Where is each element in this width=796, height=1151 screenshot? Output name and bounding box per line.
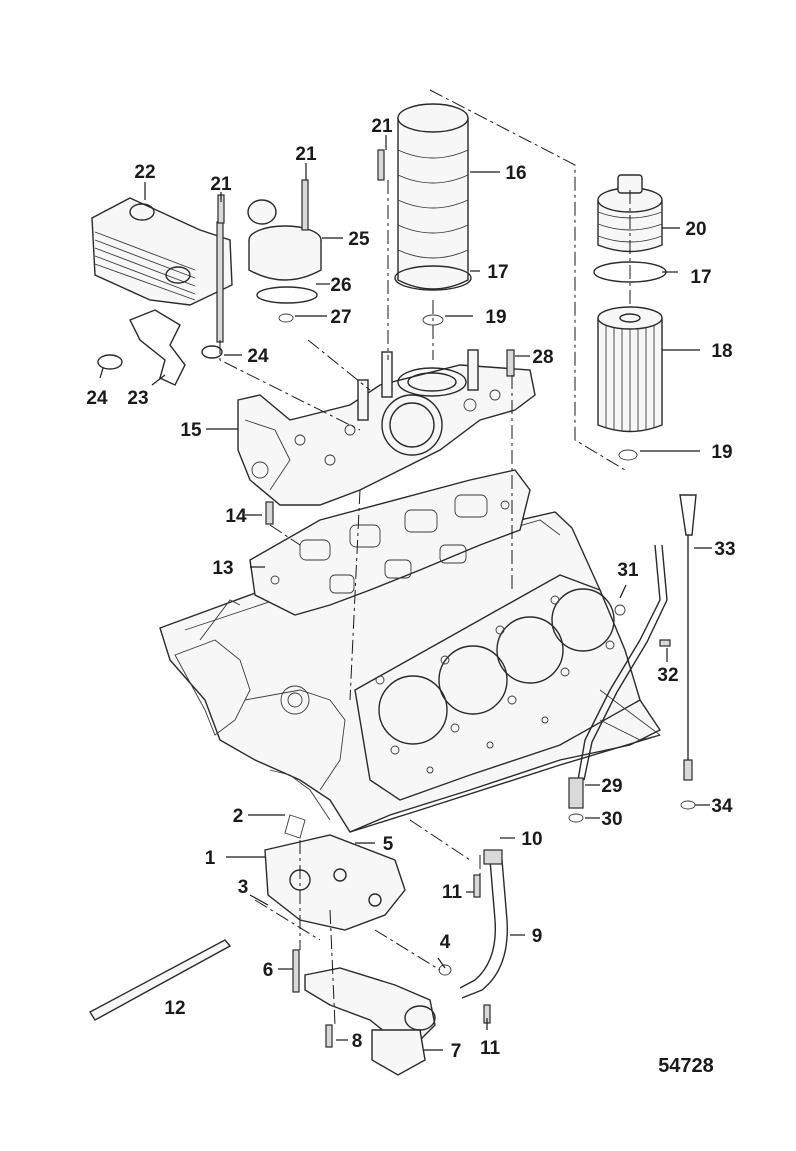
- callout-28: 28: [532, 347, 553, 368]
- leader-lines: [99, 135, 712, 1051]
- callout-33: 33: [714, 539, 735, 560]
- gasket: [249, 469, 531, 616]
- drawing-number: 54728: [658, 1055, 714, 1077]
- callout-18: 18: [711, 341, 732, 362]
- callout-27: 27: [330, 307, 351, 328]
- callout-labels: 1 2 3 4 5 6 7 8 9 10 11 11 12 13 14 15 1…: [86, 116, 735, 1077]
- callout-16: 16: [505, 163, 526, 184]
- callout-15: 15: [180, 420, 202, 441]
- callout-17-left: 17: [487, 262, 508, 283]
- callout-9: 9: [532, 926, 543, 947]
- callout-31: 31: [617, 560, 639, 581]
- callout-10: 10: [521, 829, 542, 850]
- callout-3: 3: [238, 877, 249, 898]
- callout-25: 25: [348, 229, 370, 250]
- callout-20: 20: [685, 219, 706, 240]
- dipstick: [568, 494, 697, 823]
- hose: [459, 849, 508, 1024]
- oil-cooler: [91, 197, 233, 386]
- callout-4: 4: [440, 932, 451, 953]
- callout-12: 12: [164, 998, 185, 1019]
- callout-19-right: 19: [711, 442, 732, 463]
- tube: [89, 939, 232, 1021]
- callout-21-middle: 21: [295, 144, 317, 165]
- callout-7: 7: [451, 1041, 462, 1062]
- oil-filter-housing: [237, 349, 536, 506]
- callout-17-right: 17: [690, 267, 711, 288]
- callout-34: 34: [711, 796, 733, 817]
- callout-2: 2: [233, 806, 244, 827]
- bolts: [217, 194, 515, 525]
- callout-21-left: 21: [210, 174, 232, 195]
- callout-22: 22: [134, 162, 155, 183]
- callout-6: 6: [263, 960, 274, 981]
- callout-32: 32: [657, 665, 678, 686]
- filter-canister: [377, 103, 472, 326]
- callout-5: 5: [383, 834, 394, 855]
- callout-11-upper: 11: [442, 882, 463, 903]
- callout-30: 30: [601, 809, 622, 830]
- callout-24-left: 24: [86, 388, 108, 409]
- callout-11-lower: 11: [480, 1038, 501, 1059]
- callout-1: 1: [205, 848, 216, 869]
- callout-8: 8: [352, 1031, 363, 1052]
- callout-23: 23: [127, 388, 148, 409]
- callout-21-right: 21: [371, 116, 393, 137]
- filter-cap: [247, 179, 322, 323]
- callout-14: 14: [225, 506, 247, 527]
- callout-26: 26: [330, 275, 351, 296]
- callout-19-left: 19: [485, 307, 506, 328]
- callout-24-right: 24: [247, 346, 269, 367]
- callout-29: 29: [601, 776, 622, 797]
- oil-filter: [593, 174, 667, 461]
- assembly-lines: [219, 89, 631, 1026]
- callout-13: 13: [212, 558, 233, 579]
